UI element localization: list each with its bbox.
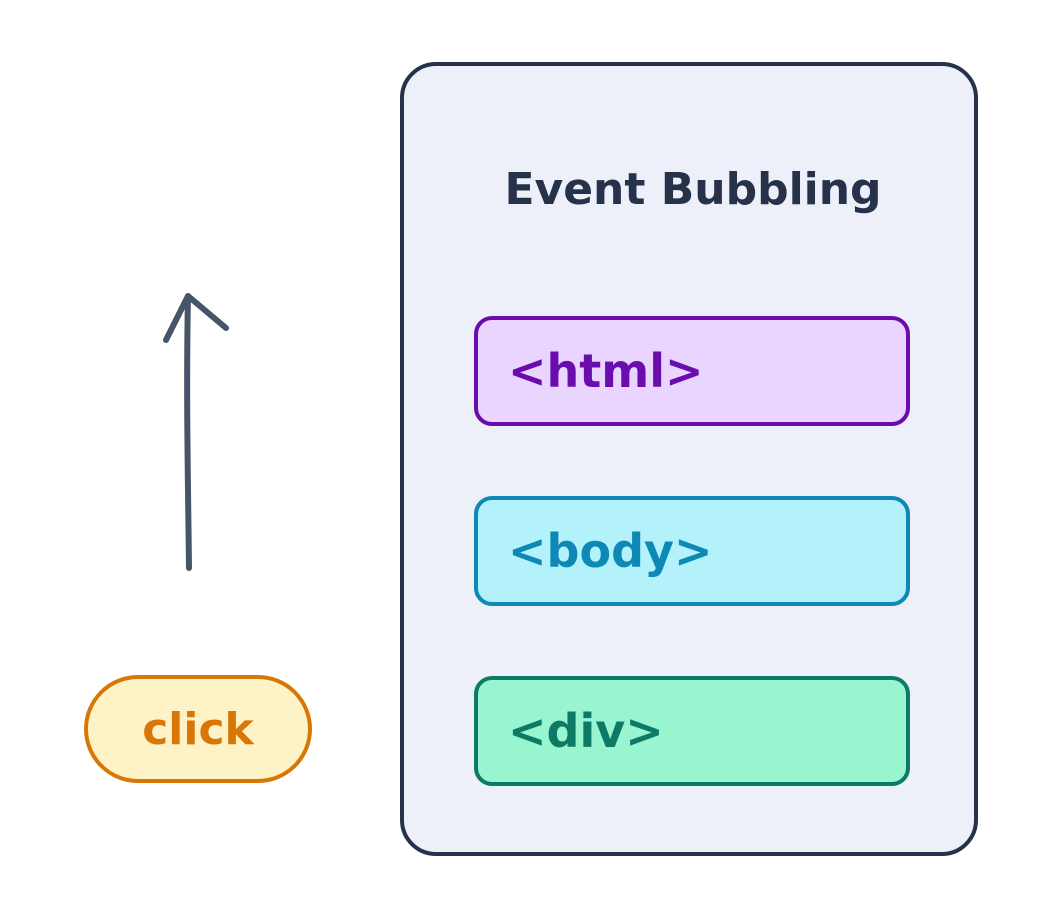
click-label: click [142,703,254,755]
body-element-label: <body> [508,524,713,578]
event-bubbling-panel: Event Bubbling <html> <body> <div> [400,62,978,856]
html-element-label: <html> [508,344,704,398]
div-element-label: <div> [508,704,664,758]
html-element-box: <html> [474,316,910,426]
body-element-box: <body> [474,496,910,606]
click-event-pill: click [84,675,312,783]
div-element-box: <div> [474,676,910,786]
diagram-title: Event Bubbling [504,164,882,215]
